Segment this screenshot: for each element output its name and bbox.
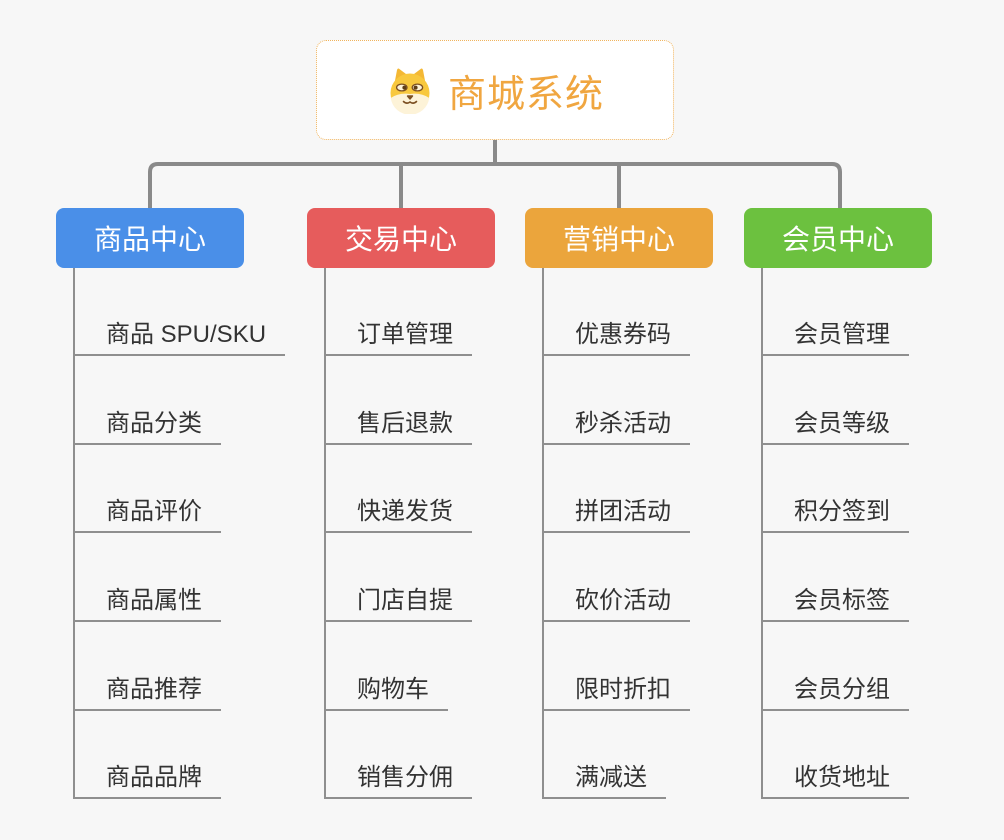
leaf-node[interactable]: 商品属性 (73, 588, 221, 622)
connector-bus (148, 162, 842, 208)
branch-label: 营销中心 (562, 224, 675, 255)
branch-children-connector (73, 268, 75, 799)
leaf-node[interactable]: 会员等级 (761, 411, 909, 445)
leaf-node[interactable]: 商品推荐 (73, 677, 221, 711)
branch-children-connector (761, 268, 763, 799)
leaf-node[interactable]: 快递发货 (324, 499, 472, 533)
leaf-node[interactable]: 砍价活动 (542, 588, 690, 622)
doge-icon (390, 68, 430, 114)
branch-label: 商品中心 (93, 224, 206, 255)
branch-children-connector (324, 268, 326, 799)
leaf-node[interactable]: 商品分类 (73, 411, 221, 445)
leaf-node[interactable]: 拼团活动 (542, 499, 690, 533)
branch-node-4[interactable]: 会员中心 (744, 208, 932, 268)
leaf-node[interactable]: 门店自提 (324, 588, 472, 622)
leaf-node[interactable]: 订单管理 (324, 322, 472, 356)
branch-label: 会员中心 (781, 224, 894, 255)
leaf-node[interactable]: 销售分佣 (324, 765, 472, 799)
leaf-node[interactable]: 秒杀活动 (542, 411, 690, 445)
leaf-node[interactable]: 满减送 (542, 765, 666, 799)
branch-children-connector (542, 268, 544, 799)
branch-node-3[interactable]: 营销中心 (525, 208, 713, 268)
leaf-node[interactable]: 商品评价 (73, 499, 221, 533)
root-node[interactable]: 商城系统 (316, 40, 674, 140)
leaf-node[interactable]: 会员标签 (761, 588, 909, 622)
leaf-node[interactable]: 商品品牌 (73, 765, 221, 799)
leaf-node[interactable]: 优惠券码 (542, 322, 690, 356)
branch-label: 交易中心 (344, 224, 457, 255)
leaf-node[interactable]: 会员管理 (761, 322, 909, 356)
branch-node-1[interactable]: 商品中心 (56, 208, 244, 268)
leaf-node[interactable]: 会员分组 (761, 677, 909, 711)
leaf-node[interactable]: 积分签到 (761, 499, 909, 533)
leaf-node[interactable]: 限时折扣 (542, 677, 690, 711)
branch-node-2[interactable]: 交易中心 (307, 208, 495, 268)
leaf-node[interactable]: 售后退款 (324, 411, 472, 445)
root-title: 商城系统 (447, 73, 604, 116)
leaf-node[interactable]: 商品 SPU/SKU (73, 322, 286, 356)
leaf-node[interactable]: 收货地址 (761, 765, 909, 799)
leaf-node[interactable]: 购物车 (324, 677, 448, 711)
